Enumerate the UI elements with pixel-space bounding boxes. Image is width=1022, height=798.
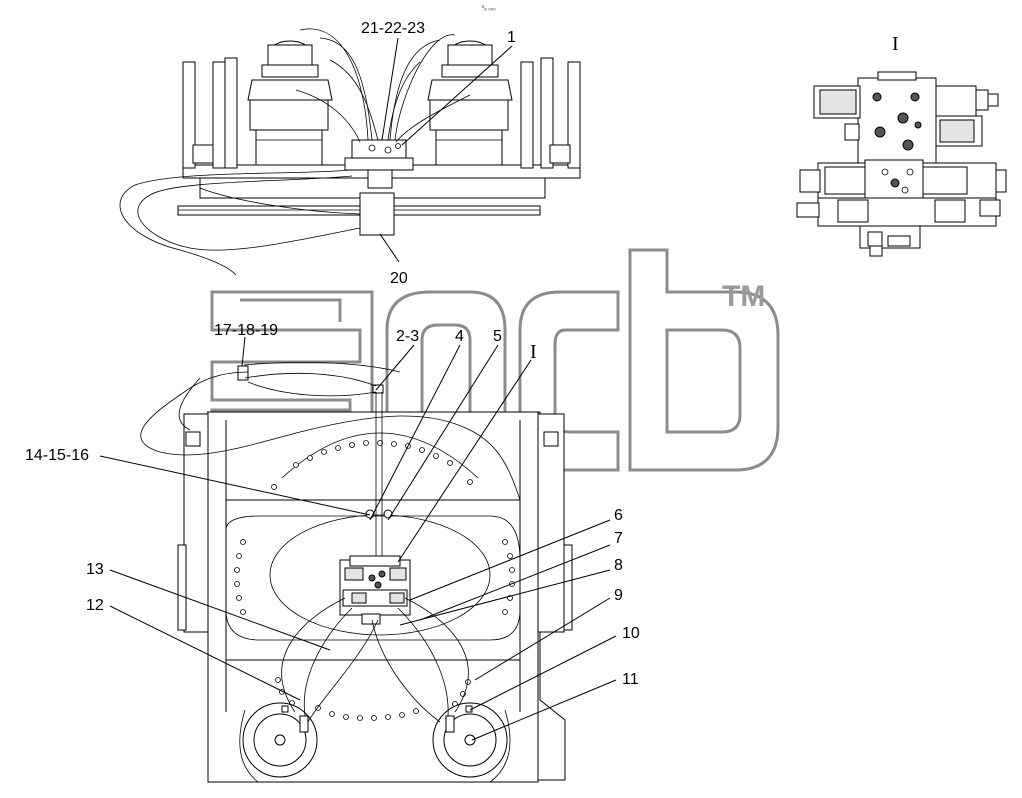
callout-section-I: I <box>530 341 537 363</box>
callout-11: 11 <box>622 671 639 688</box>
detail-view-I: I <box>796 33 1007 257</box>
callout-6: 6 <box>614 507 623 524</box>
bolt-holes <box>234 440 515 721</box>
callout-10: 10 <box>622 625 640 642</box>
detail-view-label: I <box>892 33 899 55</box>
callout-12: 12 <box>86 597 104 614</box>
callout-9: 9 <box>614 587 623 604</box>
callout-1: 1 <box>507 29 516 46</box>
plan-view <box>140 361 573 783</box>
callout-20: 20 <box>390 270 408 287</box>
callout-21-22-23: 21-22-23 <box>361 20 425 37</box>
callout-17-18-19: 17-18-19 <box>214 322 278 339</box>
callout-4: 4 <box>455 328 464 345</box>
callout-7: 7 <box>614 530 623 547</box>
callout-13: 13 <box>86 561 104 578</box>
callout-5: 5 <box>493 328 502 345</box>
top-elevation-view: ⁰ₑ ₀₀₀ <box>119 5 581 276</box>
callout-14-15-16: 14-15-16 <box>25 447 89 464</box>
callout-2-3: 2-3 <box>396 328 419 345</box>
corner-mark: ⁰ₑ ₀₀₀ <box>482 5 496 12</box>
callout-labels: 21-22-23 1 20 17-18-19 2-3 4 5 14-15-16 … <box>25 20 640 688</box>
callout-8: 8 <box>614 557 623 574</box>
leader-lines <box>99 37 617 741</box>
trademark-text: TM <box>722 280 765 313</box>
